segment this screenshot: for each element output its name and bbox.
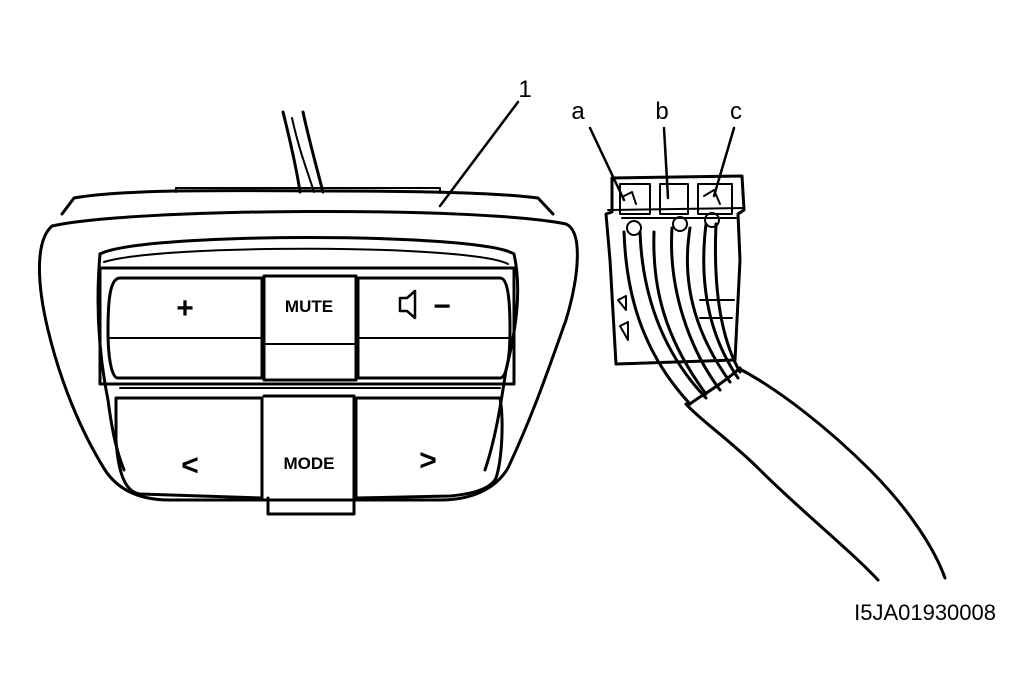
mode-button[interactable] xyxy=(262,394,356,516)
speaker-icon xyxy=(398,289,417,320)
left-arrow-label: < xyxy=(181,449,199,482)
mute-label: MUTE xyxy=(285,297,333,316)
terminal-c-label: c xyxy=(730,98,742,125)
mode-label: MODE xyxy=(284,454,335,473)
volume-up-button[interactable] xyxy=(106,276,264,380)
mute-button[interactable] xyxy=(262,274,358,382)
terminal-a-label: a xyxy=(571,98,585,125)
wire-harness-sheath xyxy=(684,366,947,582)
callout-1-leader xyxy=(438,100,520,208)
volume-down-button[interactable] xyxy=(356,276,512,380)
minus-label: − xyxy=(433,290,451,323)
switch-housing xyxy=(37,187,579,502)
right-arrow-label: > xyxy=(419,444,437,477)
plus-label: + xyxy=(176,292,194,325)
upper-button-row xyxy=(106,274,512,382)
switch-cable xyxy=(281,110,325,194)
terminal-leaders xyxy=(588,126,736,202)
connector-wires xyxy=(622,212,742,406)
terminal-b-label: b xyxy=(655,98,668,125)
callout-1-label: 1 xyxy=(518,76,531,103)
seek-left-button[interactable] xyxy=(114,396,264,500)
lower-button-row xyxy=(114,387,504,516)
seek-right-button[interactable] xyxy=(354,396,504,500)
figure-id: I5JA01930008 xyxy=(854,600,996,625)
